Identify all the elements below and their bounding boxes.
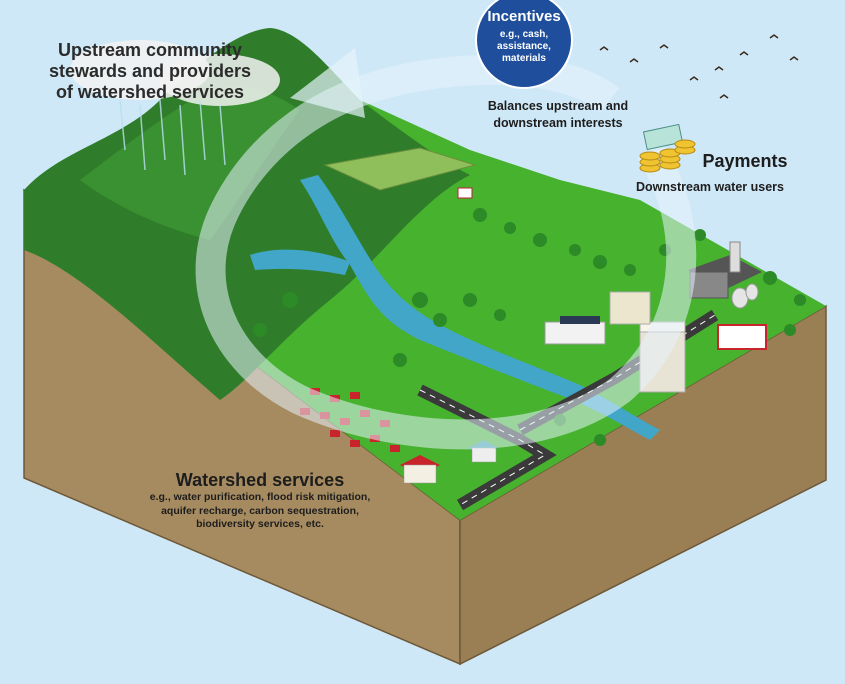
rain-streaks [119,99,226,176]
upstream-title-line: stewards and providers [48,61,252,81]
upstream-title-line: of watershed services [55,82,245,102]
upstream-title-line: Upstream community [57,40,243,60]
forest-ridge [80,86,300,240]
reservoir [250,249,350,275]
farmhouse [457,187,473,199]
birds [599,34,799,99]
money-icon [639,123,696,173]
payments-subtitle: Downstream water users [636,180,784,194]
balances-text: Balances upstream and downstream interes… [468,98,648,132]
farm-field [323,147,477,191]
upstream-title: Upstream community stewards and provider… [30,40,270,103]
incentives-subtitle-line: e.g., cash, [499,29,549,40]
incentives-circle [475,0,573,89]
factory [688,241,762,299]
payments-title: Payments [702,151,788,171]
office-building [609,291,651,325]
incentives-title: Incentives [487,8,561,25]
incentives-subtitle-line: materials [502,53,546,64]
soil-front-right [459,304,827,666]
watershed-services-title: Watershed services [175,470,345,490]
services-example-line: aquifer recharge, carbon sequestration, [161,504,359,517]
incentives-subtitle-line: assistance, [497,41,551,52]
balances-line: Balances upstream and [487,99,629,113]
flow-arrow-ring [195,54,697,450]
tanks [731,283,759,309]
flow-arrow-head [290,48,365,118]
gas-station [544,316,606,345]
watershed-services-examples: e.g., water purification, flood risk mit… [130,491,390,532]
farm-barn [400,455,440,484]
forest-mountain [24,28,470,400]
river [300,175,660,440]
services-example-line: biodiversity services, etc. [196,518,324,530]
services-example-line: e.g., water purification, flood risk mit… [149,491,371,503]
rain-cloud [70,40,280,176]
incentives-subtitle: e.g., cash, assistance, materials [478,29,570,65]
dairy-plant [717,324,767,350]
balances-line: downstream interests [493,116,623,130]
